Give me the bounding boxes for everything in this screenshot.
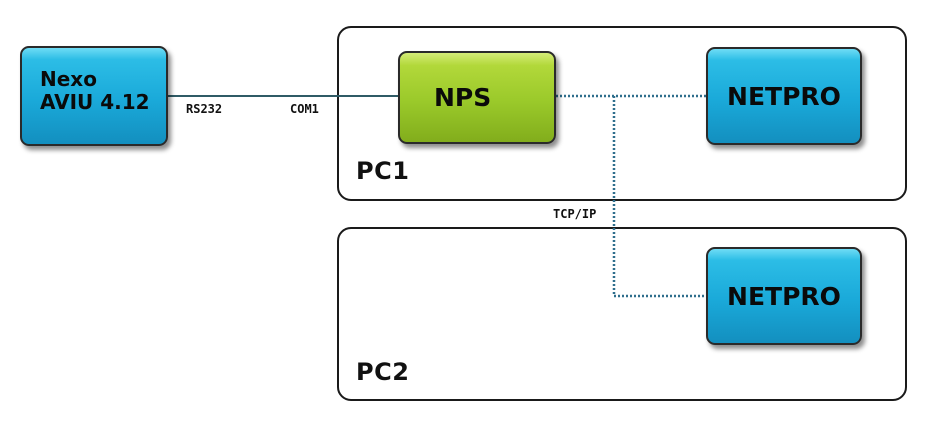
rs232-label: RS232 xyxy=(186,102,223,116)
pc2-label: PC2 xyxy=(356,358,410,386)
com1-label: COM1 xyxy=(290,102,319,116)
netpro-label-pc2: NETPRO xyxy=(727,281,841,311)
nps-box[interactable]: NPS xyxy=(398,51,556,144)
tcpip-link xyxy=(556,94,706,298)
nps-label: NPS xyxy=(434,83,492,112)
netpro-box-pc1[interactable]: NETPRO xyxy=(706,47,862,145)
pc1-label: PC1 xyxy=(356,157,410,185)
tcpip-label: TCP/IP xyxy=(553,207,597,221)
nexo-device-box[interactable]: Nexo AVIU 4.12 xyxy=(20,46,168,146)
device-model: AVIU 4.12 xyxy=(40,90,150,114)
netpro-box-pc2[interactable]: NETPRO xyxy=(706,247,862,345)
netpro-label-pc1: NETPRO xyxy=(727,81,841,111)
device-name: Nexo xyxy=(40,67,97,91)
